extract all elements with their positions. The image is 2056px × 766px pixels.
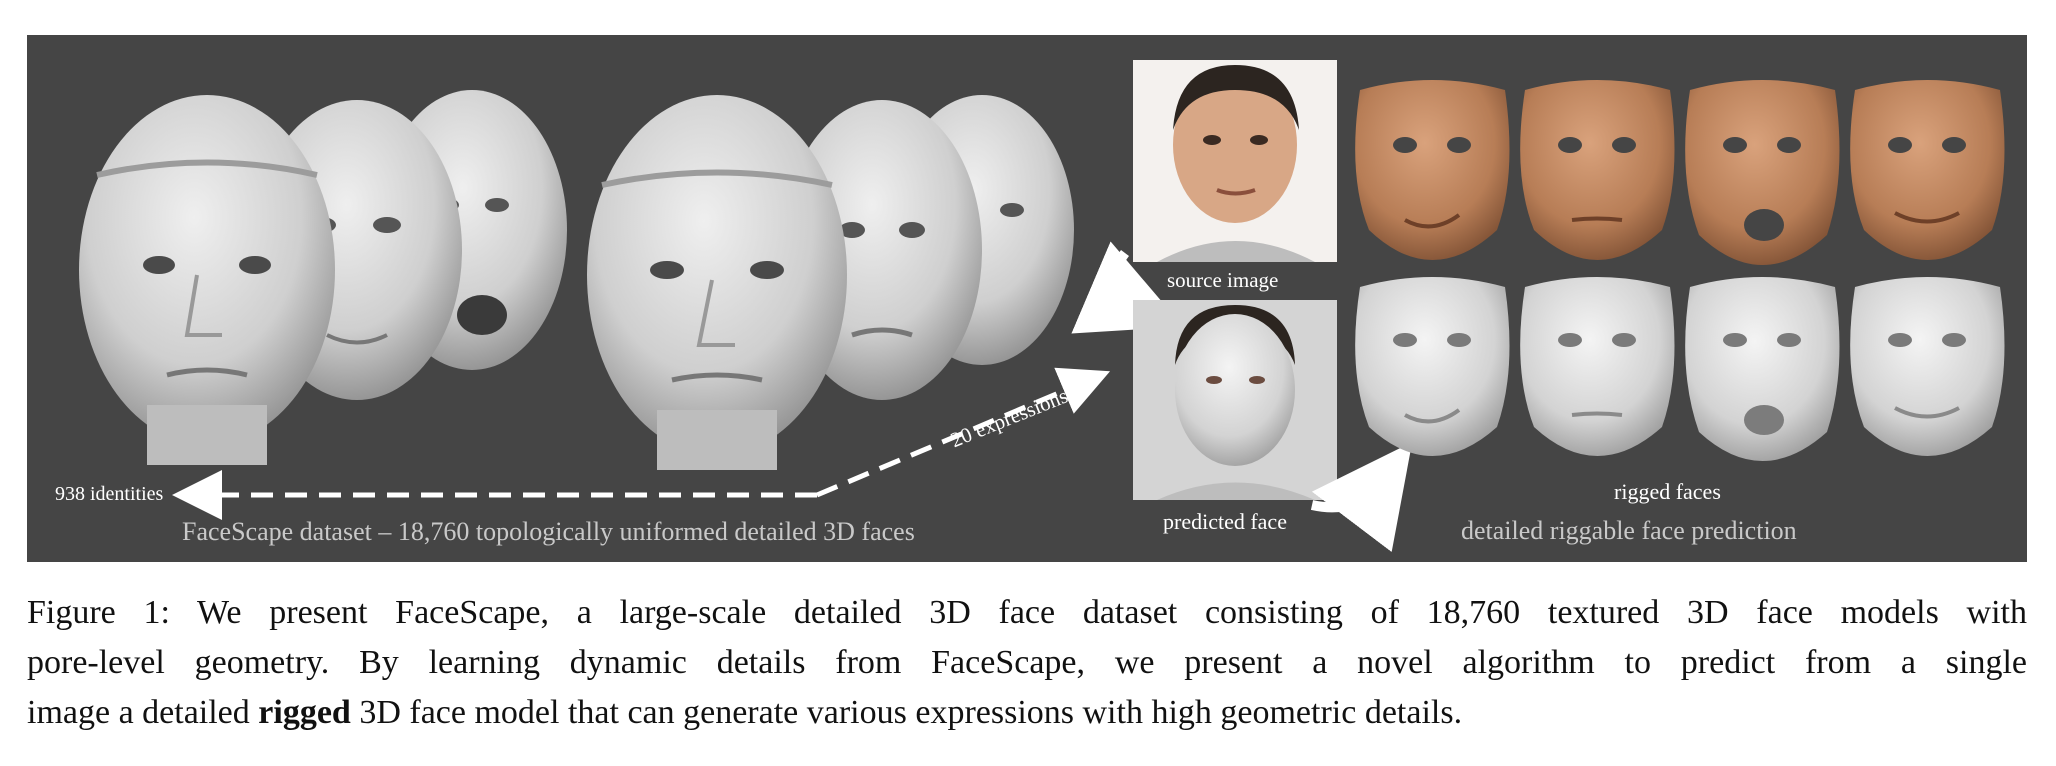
source-to-predicted-arrow	[1071, 241, 1184, 334]
rigged-face-geometry-2	[1520, 277, 1675, 456]
caption-line-3-start: image a detailed	[27, 694, 259, 731]
predicted-face-photo	[1133, 300, 1337, 500]
rigged-faces-label: rigged faces	[1614, 479, 1721, 504]
rigged-face-textured-3	[1685, 80, 1840, 265]
figure-illustration	[79, 60, 2005, 553]
prediction-caption-label: detailed riggable face prediction	[1461, 516, 1797, 545]
caption-line-3: image a detailed rigged 3D face model th…	[27, 688, 2027, 738]
predicted-to-rigged-arrow	[1310, 442, 1413, 553]
caption-bold-rigged: rigged	[258, 694, 351, 731]
identities-label: 938 identities	[55, 483, 164, 505]
rigged-face-geometry-1	[1355, 277, 1510, 456]
expressions-arrow	[816, 367, 1111, 498]
rigged-face-geometry-4	[1850, 277, 2005, 456]
caption-line-1: Figure 1: We present FaceScape, a large-…	[27, 594, 2027, 631]
scan-head-1a	[79, 95, 335, 465]
dataset-caption-label: FaceScape dataset – 18,760 topologically…	[182, 517, 915, 546]
rigged-face-textured-1	[1355, 80, 1510, 260]
figure-panel: 938 identities 20 expressions FaceScape …	[27, 35, 2027, 562]
predicted-face-label: predicted face	[1163, 509, 1287, 534]
caption-line-2: pore-level geometry. By learning dynamic…	[27, 644, 2027, 681]
caption-line-3-end: 3D face model that can generate various …	[350, 694, 1463, 731]
scan-head-2a	[587, 95, 847, 470]
source-image-label: source image	[1167, 268, 1279, 292]
rigged-face-textured-4	[1850, 80, 2005, 260]
rigged-face-geometry-3	[1685, 277, 1840, 461]
rigged-face-textured-2	[1520, 80, 1675, 260]
source-image-photo	[1133, 60, 1337, 262]
figure-caption: Figure 1: We present FaceScape, a large-…	[27, 588, 2027, 738]
